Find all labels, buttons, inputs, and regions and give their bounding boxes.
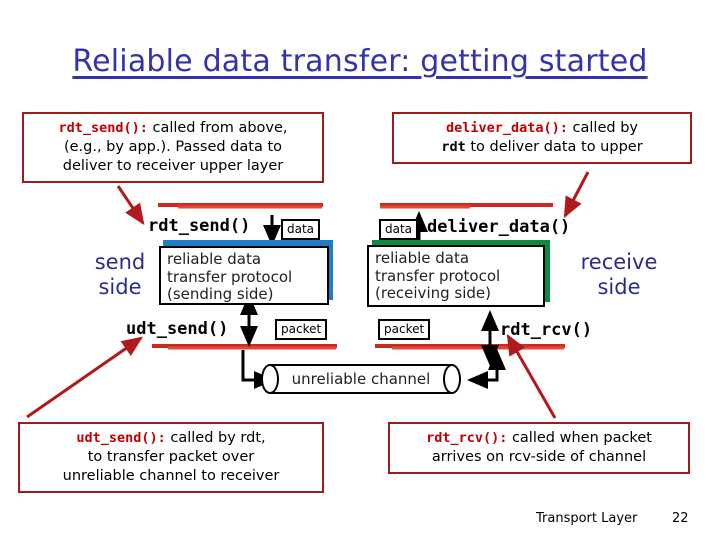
protocol-receiving-line-2: transfer protocol [375,266,501,285]
callout-rdt-send: rdt_send(): called from above, (e.g., by… [22,112,324,183]
tag-data-sending: data [281,219,321,240]
api-label-udt-send: udt_send() [126,319,229,339]
callout-deliver-data: deliver_data(): called by rdt to deliver… [392,112,692,164]
page-title: Reliable data transfer: getting started [72,44,648,79]
send-side-line-1: send [94,250,146,274]
callout-line-2: rdt to deliver data to upper [400,138,684,157]
channel-cap-right [443,364,461,394]
channel-body [269,364,453,394]
callout-text-1: called by [567,120,638,136]
unreliable-channel: unreliable channel [261,364,461,394]
code-rdt-send: rdt_send(): [58,120,148,136]
callout-rdt-rcv: rdt_rcv(): called when packet arrives on… [388,422,690,474]
callout-text-2: to deliver data to upper [465,139,643,155]
tag-packet-receiving: packet [378,319,431,340]
code-rdt-rcv: rdt_rcv(): [426,430,508,446]
channel-label: unreliable channel [291,370,431,388]
protocol-receiving-line-1: reliable data [375,249,470,267]
api-label-deliver-data: deliver_data() [427,217,571,237]
callout-line-3: deliver to receiver upper layer [62,158,284,174]
api-label-rdt-rcv: rdt_rcv() [500,320,593,340]
code-deliver-data: deliver_data(): [446,120,568,136]
callout-udt-send: udt_send(): called by rdt, to transfer p… [18,422,324,493]
api-label-rdt-send: rdt_send() [148,216,251,236]
footer-label: Transport Layer [536,511,638,526]
tag-data-receiving: data [379,219,419,240]
callout-line-2: arrives on rcv-side of channel [431,449,647,465]
label-send-side: send side [70,250,170,300]
callout-line-1: udt_send(): called by rdt, [26,429,316,448]
callout-line-1: deliver_data(): called by [400,119,684,138]
callout-line-1: rdt_send(): called from above, [30,119,316,138]
label-receive-side: receive side [552,250,686,300]
tag-packet-sending: packet [275,319,328,340]
protocol-sending-line-1: reliable data [167,250,262,268]
send-side-line-2: side [98,275,142,299]
receive-side-line-1: receive [580,250,658,274]
code-udt-send: udt_send(): [76,430,166,446]
callout-text-1: called from above, [147,120,288,136]
receive-side-line-2: side [597,275,641,299]
callout-text-1: called when packet [507,430,652,446]
footer-page-number: 22 [672,511,689,526]
callout-line-1: rdt_rcv(): called when packet [396,429,682,448]
callout-line-2: (e.g., by app.). Passed data to [63,139,283,155]
protocol-sending-line-3: (sending side) [167,285,274,303]
protocol-sending-line-2: transfer protocol [167,267,293,286]
protocol-sending-box: reliable data transfer protocol (sending… [159,246,329,305]
code-rdt: rdt [441,139,466,155]
protocol-receiving-box: reliable data transfer protocol (receivi… [367,245,545,307]
callout-line-2: to transfer packet over [87,449,255,465]
protocol-receiving-line-3: (receiving side) [375,284,491,302]
callout-text-1: called by rdt, [165,430,266,446]
callout-line-3: unreliable channel to receiver [62,468,280,484]
